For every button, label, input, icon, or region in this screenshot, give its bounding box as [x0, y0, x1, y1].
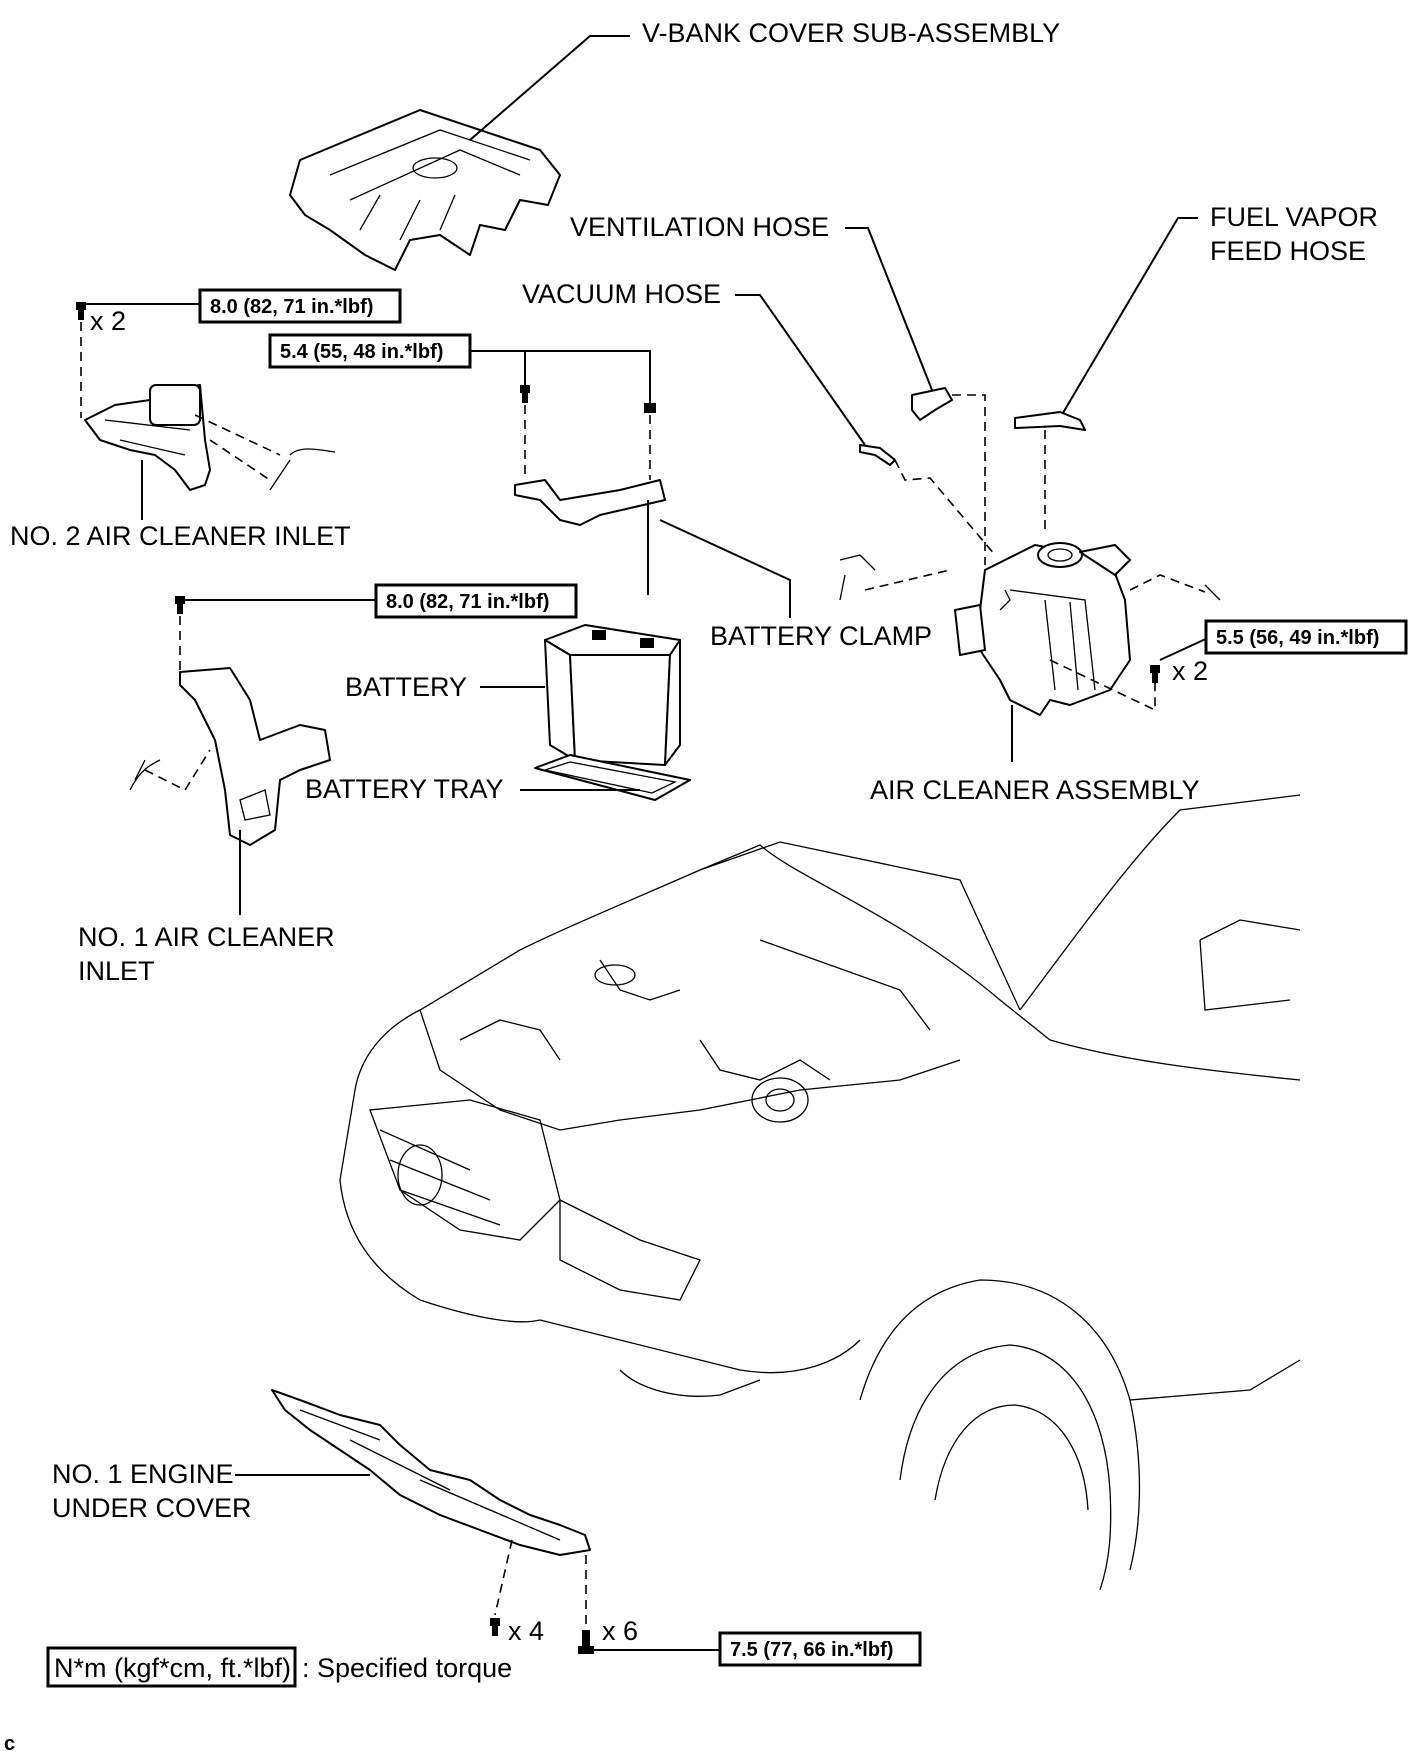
clip-icon [490, 1618, 500, 1636]
battery-drawing [544, 624, 681, 766]
bolt-icon [175, 596, 185, 614]
bolt-icon [578, 1630, 594, 1654]
battery-clamp-drawing [514, 479, 791, 618]
bolt-icon [1150, 665, 1160, 683]
torque-box-3 [374, 583, 578, 619]
fuel-vapor-hose-drawing [1014, 411, 1086, 431]
label-v-bank-cover: V-BANK COVER SUB-ASSEMBLY [642, 18, 1060, 48]
vacuum-hose-drawing [859, 444, 896, 466]
qty-4: x 6 [602, 1616, 638, 1646]
label-battery-tray: BATTERY TRAY [305, 774, 504, 804]
label-no1-inlet-line1: NO. 1 AIR CLEANER [78, 922, 335, 952]
torque-5: 7.5 (77, 66 in.*lbf) [730, 1639, 893, 1661]
corner-mark: c [4, 1733, 15, 1755]
no2-inlet-drawing [84, 384, 336, 491]
no1-inlet-drawing [129, 667, 331, 846]
qty-1: x 2 [90, 306, 126, 336]
label-air-cleaner: AIR CLEANER ASSEMBLY [870, 775, 1200, 805]
air-cleaner-drawing [954, 542, 1131, 716]
torque-box-1 [198, 288, 402, 324]
under-cover-drawing [271, 1389, 591, 1556]
torque-4: 5.5 (56, 49 in.*lbf) [1216, 627, 1379, 649]
air-cleaner-hose-drawing [839, 554, 1221, 601]
label-battery-clamp: BATTERY CLAMP [710, 621, 932, 651]
label-under-cover-line1: NO. 1 ENGINE [52, 1459, 234, 1489]
label-vacuum-hose: VACUUM HOSE [522, 279, 721, 309]
label-fuel-vapor-line1: FUEL VAPOR [1210, 202, 1378, 232]
legend-text: : Specified torque [302, 1653, 512, 1683]
nut-icon [644, 403, 656, 413]
label-fuel-vapor-line2: FEED HOSE [1210, 236, 1366, 266]
bolt-icon [520, 385, 530, 403]
legend-box [46, 1646, 297, 1688]
bolt-icon [76, 302, 86, 320]
torque-box-5 [718, 1631, 922, 1667]
qty-3: x 4 [508, 1616, 544, 1646]
legend-unit: N*m (kgf*cm, ft.*lbf) [54, 1653, 291, 1683]
torque-2: 5.4 (55, 48 in.*lbf) [280, 341, 443, 363]
label-ventilation-hose: VENTILATION HOSE [570, 212, 829, 242]
vehicle-outline [339, 794, 1301, 1591]
qty-2: x 2 [1172, 656, 1208, 686]
torque-box-4 [1204, 619, 1408, 655]
ventilation-hose-drawing [911, 387, 953, 421]
label-battery: BATTERY [345, 672, 467, 702]
v-bank-cover-drawing [289, 35, 630, 271]
torque-1: 8.0 (82, 71 in.*lbf) [210, 296, 373, 318]
label-no2-inlet: NO. 2 AIR CLEANER INLET [10, 521, 351, 551]
label-under-cover-line2: UNDER COVER [52, 1493, 252, 1523]
torque-3: 8.0 (82, 71 in.*lbf) [386, 591, 549, 613]
label-no1-inlet-line2: INLET [78, 956, 155, 986]
